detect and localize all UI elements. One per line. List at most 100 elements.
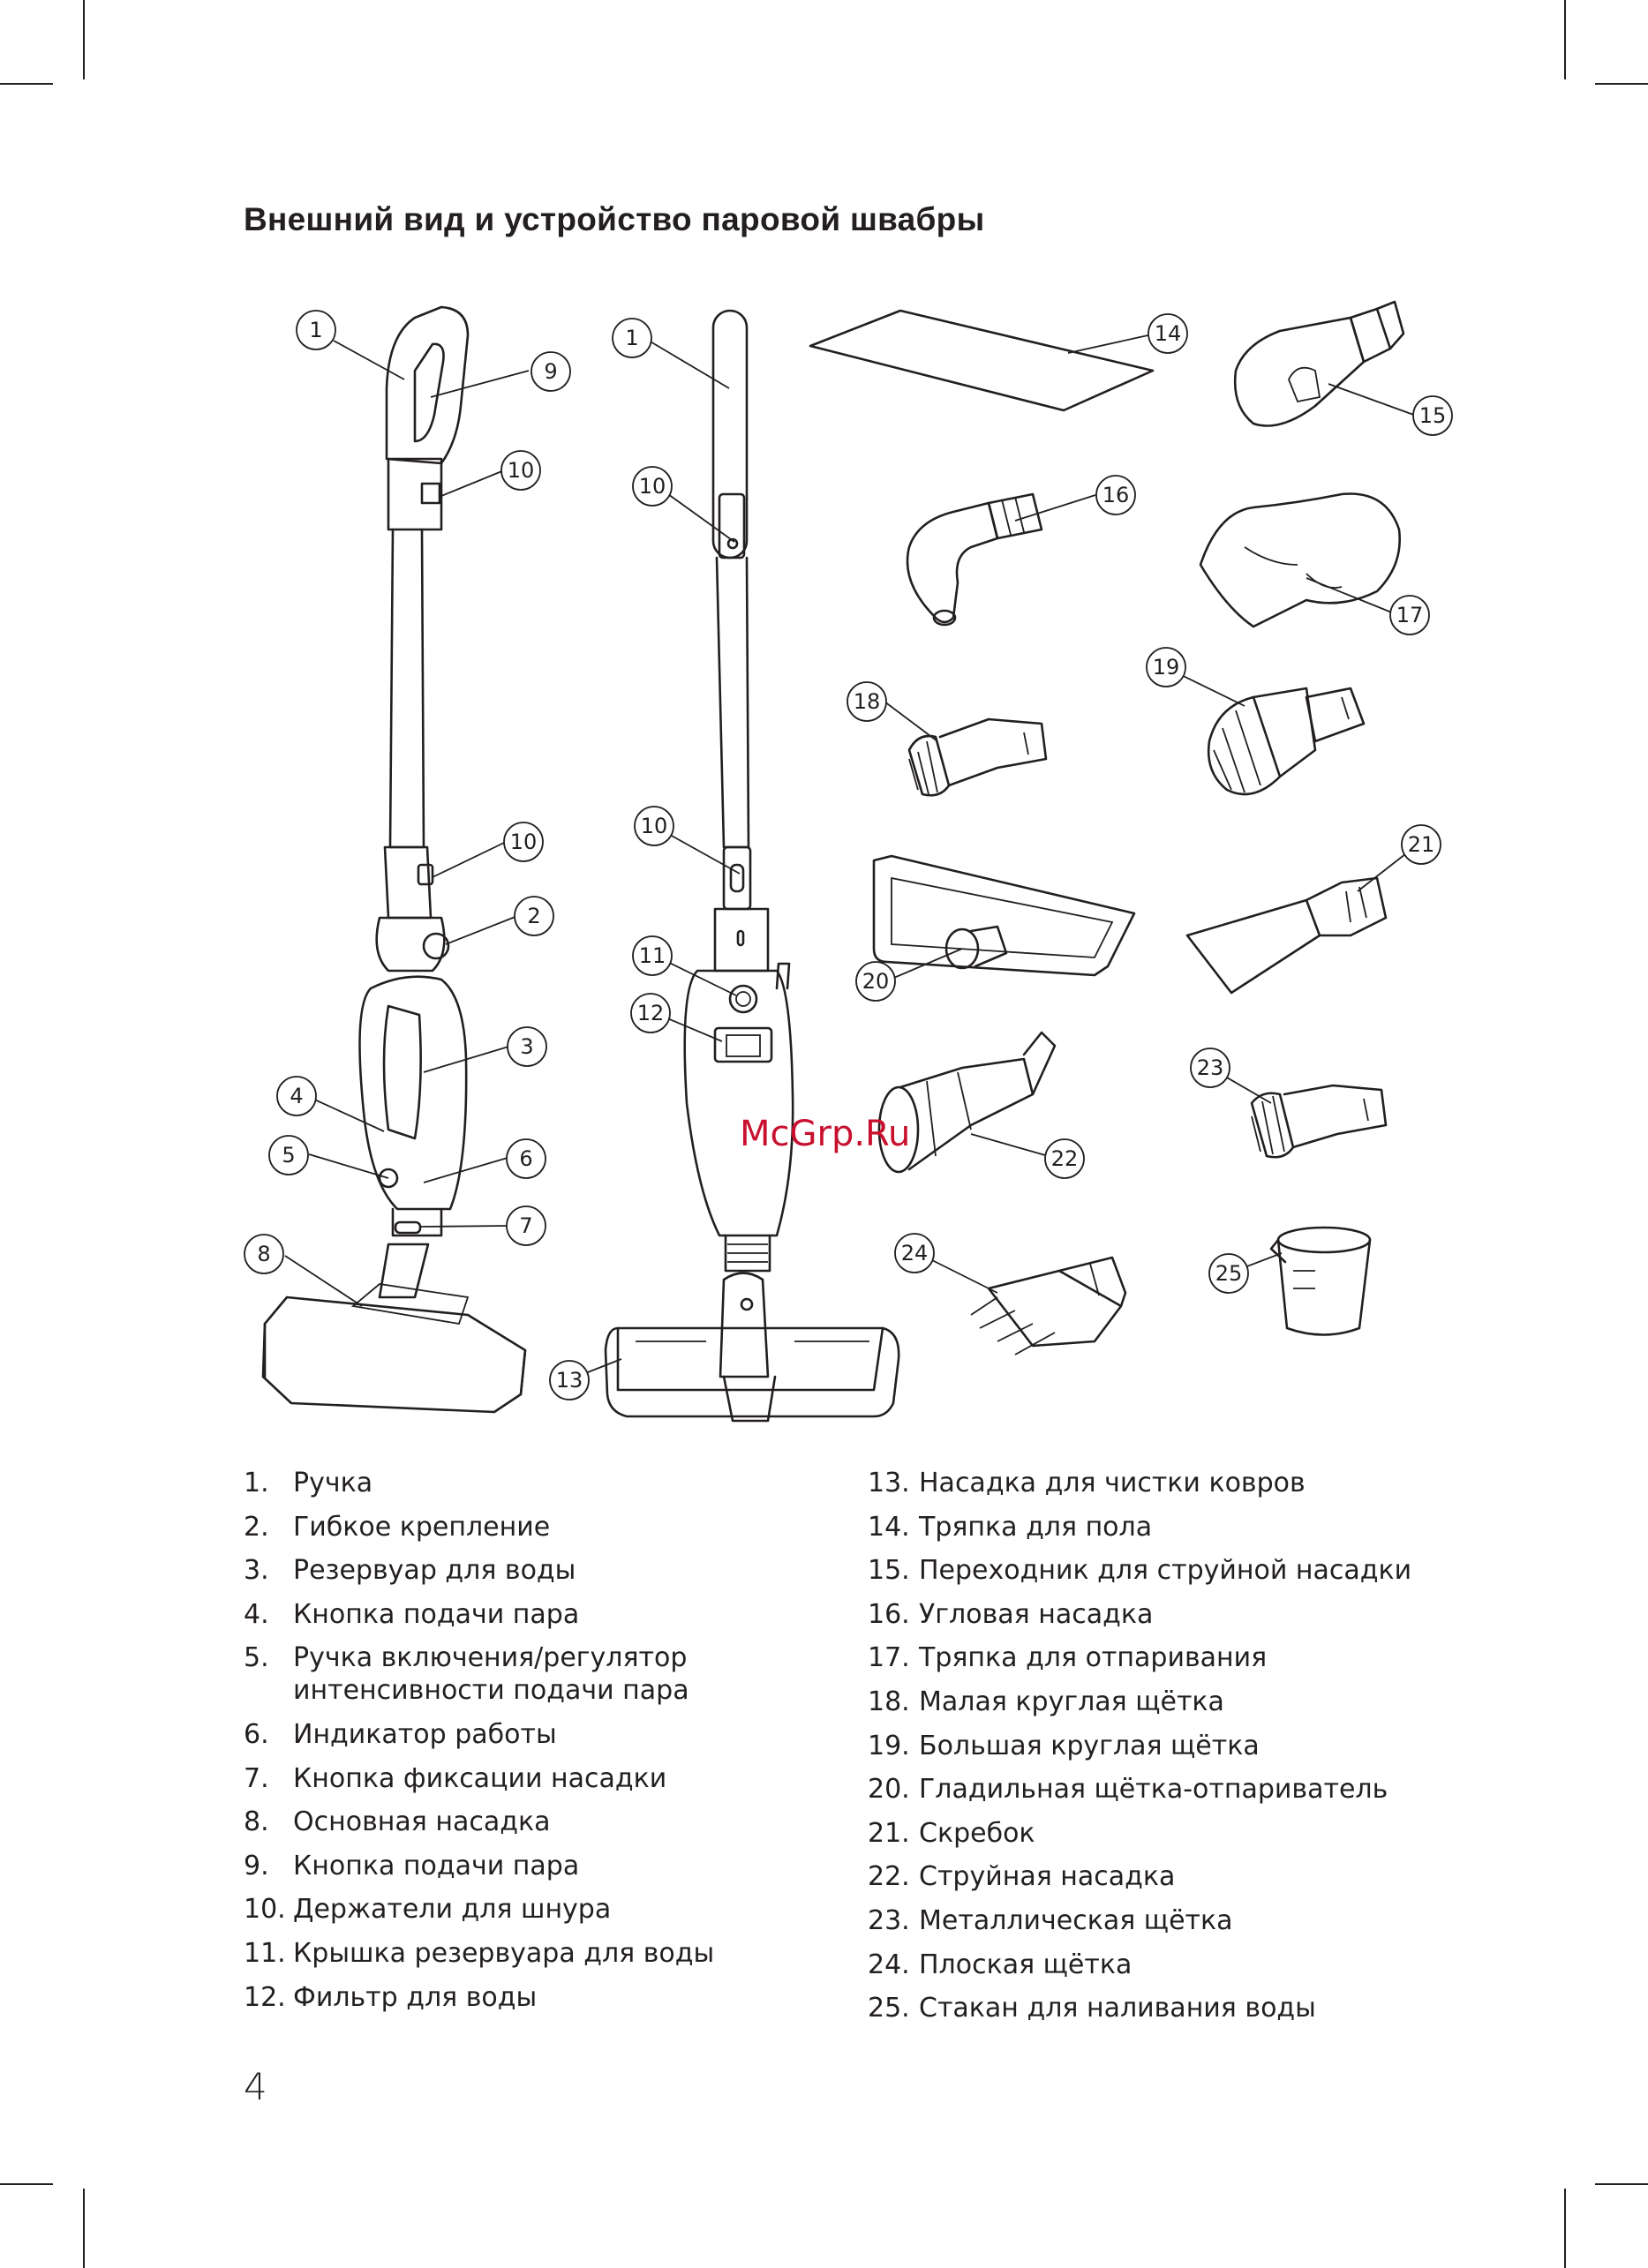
legend-item: 24. Плоская щётка — [868, 1949, 1486, 1981]
legend-item-number: 15. — [868, 1555, 910, 1587]
legend-item-text: Угловая насадка — [919, 1598, 1154, 1630]
legend-item-text: Стакан для наливания воды — [919, 1993, 1316, 2024]
accessory-angle-nozzle — [906, 492, 1043, 627]
accessory-floor-cloth — [809, 309, 1155, 412]
legend-item-number: 9. — [244, 1850, 269, 1881]
legend-item-number: 18. — [868, 1686, 910, 1717]
accessory-scraper — [1185, 876, 1388, 995]
mop-side-view — [261, 305, 527, 1414]
callout-label: 23 — [1197, 1055, 1224, 1080]
crop-mark — [1595, 2183, 1648, 2185]
legend-item-text: Кнопка подачи пара — [293, 1850, 580, 1881]
legend-item: 14. Тряпка для пола — [868, 1511, 1486, 1543]
legend-item-text: Плоская щётка — [919, 1949, 1133, 1980]
callout-label: 10 — [508, 458, 535, 483]
callout-label: 6 — [519, 1146, 532, 1171]
callout-label: 4 — [290, 1084, 303, 1108]
page-number: 4 — [244, 2065, 267, 2108]
legend-item-number: 20. — [868, 1774, 910, 1806]
legend-item-number: 17. — [868, 1642, 910, 1674]
legend-item-number: 7. — [244, 1762, 269, 1794]
legend-item-number: 24. — [868, 1949, 910, 1980]
callout-label: 24 — [901, 1241, 929, 1265]
callout-label: 15 — [1419, 403, 1447, 428]
legend-item: 20. Гладильная щётка-отпариватель — [868, 1773, 1486, 1806]
legend-item-number: 14. — [868, 1511, 910, 1543]
crop-mark — [1595, 83, 1648, 85]
callout-label: 22 — [1051, 1146, 1079, 1171]
legend-item: 10.Держатели для шнура — [244, 1893, 738, 1926]
callout-label: 5 — [282, 1143, 295, 1168]
legend-item-number: 11. — [244, 1937, 286, 1969]
legend-item-number: 4. — [244, 1598, 269, 1630]
legend-item-number: 23. — [868, 1904, 910, 1936]
accessory-small-round-brush — [907, 717, 1048, 797]
accessory-flat-brush — [970, 1256, 1127, 1356]
legend-item: 2.Гибкое крепление — [244, 1511, 738, 1543]
legend-item-text: Ручка — [293, 1468, 373, 1498]
legend-item: 6.Индикатор работы — [244, 1718, 738, 1751]
legend-item-text: Струйная насадка — [919, 1861, 1176, 1893]
legend-item: 15.Переходник для струйной насадки — [868, 1554, 1486, 1587]
legend-item-text: Насадка для чистки ковров — [919, 1468, 1306, 1498]
legend-right: 13.Насадка для чистки ковров 14. Тряпка дл… — [868, 1467, 1486, 2036]
accessory-jet-nozzle — [877, 1031, 1057, 1174]
legend-item-number: 2. — [244, 1511, 269, 1543]
callout-label: 17 — [1396, 603, 1424, 627]
callout-label: 19 — [1153, 655, 1180, 680]
callout-label: 25 — [1215, 1261, 1243, 1286]
accessory-jet-adapter — [1233, 300, 1405, 427]
crop-mark — [83, 2189, 85, 2268]
legend-item: 13.Насадка для чистки ковров — [868, 1467, 1486, 1499]
legend-item-number: 25. — [868, 1993, 910, 2024]
legend-item-text: Резервуар для воды — [293, 1555, 576, 1587]
legend-item-text: Гладильная щётка-отпариватель — [919, 1774, 1388, 1806]
callout-label: 16 — [1102, 483, 1130, 507]
legend-item: 11.Крышка резервуара для воды — [244, 1937, 738, 1970]
legend-item-text: Основная насадка — [293, 1806, 551, 1838]
callout-label: 10 — [639, 474, 666, 499]
legend-item: 4. Кнопка подачи пара — [244, 1598, 738, 1631]
accessory-water-cup — [1269, 1226, 1372, 1336]
legend-item-text: Тряпка для пола — [919, 1511, 1153, 1543]
callout-label: 7 — [519, 1213, 532, 1238]
legend-item: 18.Малая круглая щётка — [868, 1686, 1486, 1718]
callout-label: 10 — [510, 830, 538, 854]
legend-item: 3. Резервуар для воды — [244, 1554, 738, 1587]
legend-item-number: 16. — [868, 1598, 910, 1630]
legend-item-text: Скребок — [919, 1817, 1035, 1849]
callout-label: 18 — [854, 689, 881, 714]
legend-item-number: 5. — [244, 1642, 269, 1674]
legend-item-number: 12. — [244, 1981, 286, 2013]
callout-label: 20 — [862, 969, 890, 994]
accessory-steam-cloth — [1199, 492, 1401, 628]
legend-left: 1. Ручка 2.Гибкое крепление 3. Резервуар для… — [244, 1467, 738, 2024]
legend-item: 23.Металлическая щётка — [868, 1904, 1486, 1937]
callout-label: 12 — [637, 1001, 665, 1025]
legend-item: 7. Кнопка фиксации насадки — [244, 1762, 738, 1795]
legend-item: 22.Струйная насадка — [868, 1860, 1486, 1893]
legend-item-text: Большая круглая щётка — [919, 1730, 1260, 1761]
legend-item-number: 1. — [244, 1468, 269, 1498]
legend-item: 19.Большая круглая щётка — [868, 1730, 1486, 1762]
legend-item: 1. Ручка — [244, 1467, 738, 1499]
legend-item: 25. Стакан для наливания воды — [868, 1992, 1486, 2024]
accessory-metal-brush — [1250, 1084, 1388, 1159]
page-title: Внешний вид и устройство паровой швабры — [244, 201, 985, 237]
legend-item-text: Держатели для шнура — [293, 1894, 612, 1926]
accessory-large-round-brush — [1207, 687, 1366, 796]
callout-label: 1 — [309, 318, 322, 342]
callout-label: 13 — [556, 1368, 583, 1393]
legend-item-text: Кнопка подачи пара — [293, 1598, 580, 1630]
crop-mark — [1564, 0, 1566, 79]
legend-item-number: 8. — [244, 1806, 269, 1838]
legend-item-text: Ручка включения/регулятор интенсивности … — [293, 1642, 689, 1707]
legend-item-text: Кнопка фиксации насадки — [293, 1762, 667, 1794]
legend-item: 8. Основная насадка — [244, 1806, 738, 1838]
crop-mark — [0, 83, 53, 85]
crop-mark — [83, 0, 85, 79]
callout-bubbles: 1 9 10 10 2 3 4 5 6 7 8 1 10 10 11 12 13… — [244, 310, 1453, 1401]
legend-item-number: 3. — [244, 1555, 269, 1587]
callout-label: 8 — [257, 1242, 270, 1266]
legend-item: 17.Тряпка для отпаривания — [868, 1641, 1486, 1674]
